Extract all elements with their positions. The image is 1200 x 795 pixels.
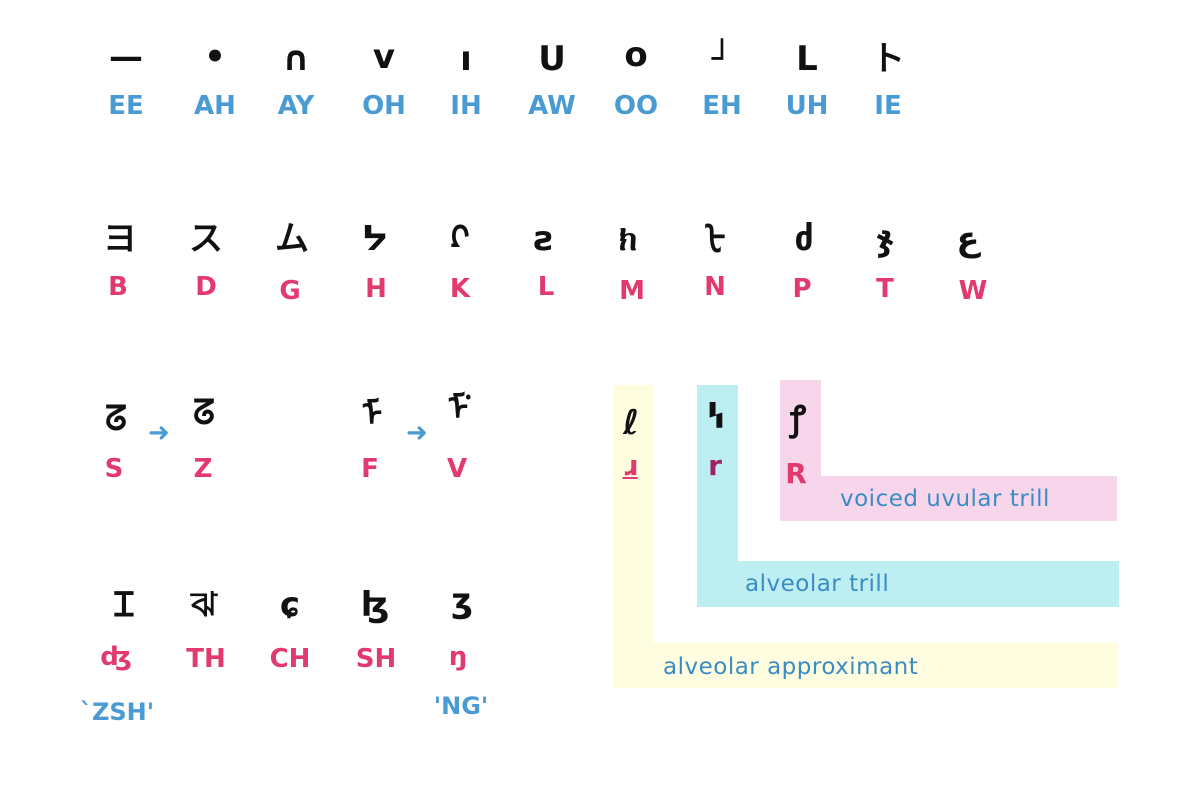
pair-label-f: F bbox=[361, 454, 379, 484]
pair-glyph-z: ᘔ̇ bbox=[193, 393, 215, 433]
consonant-glyph-m: ክ bbox=[618, 219, 638, 259]
vowel-label-oo: OO bbox=[613, 91, 659, 121]
rhotic-glyph-approximant: ℓ bbox=[622, 403, 640, 443]
consonant-label-n: N bbox=[704, 272, 726, 302]
vowel-label-ee: EE bbox=[108, 91, 144, 121]
band-approximant-horizontal bbox=[613, 643, 1118, 688]
consonant-glyph-d: ス bbox=[189, 219, 223, 259]
vowel-glyph-ah: • bbox=[204, 37, 226, 77]
consonant-glyph-t: ჯ bbox=[875, 219, 895, 259]
consonant-glyph-l: ꙅ bbox=[533, 219, 555, 259]
digraph-label-zsh: ʤ bbox=[100, 642, 132, 672]
pair-label-s: S bbox=[104, 454, 124, 484]
pair-glyph-f: ᡏ bbox=[361, 395, 383, 435]
vowel-label-ie: IE bbox=[874, 91, 902, 121]
consonant-glyph-n: ᡶ bbox=[704, 219, 726, 259]
band-trill-horizontal bbox=[697, 561, 1119, 607]
pair-label-v: V bbox=[446, 454, 468, 484]
consonant-glyph-w: ع bbox=[956, 219, 980, 259]
description-alveolar-trill: alveolar trill bbox=[745, 571, 890, 597]
digraph-glyph-ch: ɕ bbox=[279, 585, 301, 625]
digraph-label-ng: ŋ bbox=[448, 642, 468, 672]
band-approximant-vertical bbox=[613, 385, 653, 687]
consonant-label-b: B bbox=[108, 272, 128, 302]
consonant-glyph-b: ヨ bbox=[103, 219, 137, 259]
consonant-label-d: D bbox=[195, 272, 217, 302]
pair-label-z: Z bbox=[193, 454, 213, 484]
rhotic-label-approximant: ɹ bbox=[622, 449, 638, 482]
consonant-glyph-k: ᡗ bbox=[450, 219, 470, 259]
digraph-glyph-zsh: Ɪ bbox=[114, 585, 134, 625]
arrow-right-icon: ➜ bbox=[148, 418, 170, 448]
digraph-glyph-th: ঝ bbox=[191, 585, 217, 625]
consonant-label-p: P bbox=[792, 274, 812, 304]
rhotic-label-trill: r bbox=[708, 449, 722, 482]
digraph-note-ng: 'NG' bbox=[433, 692, 489, 720]
vowel-label-uh: UH bbox=[785, 91, 829, 121]
vowel-label-ay: AY bbox=[277, 91, 315, 121]
digraph-label-ch: CH bbox=[269, 644, 311, 674]
vowel-label-ih: IH bbox=[450, 91, 482, 121]
vowel-glyph-aw: U bbox=[538, 39, 566, 79]
vowel-label-ah: AH bbox=[194, 91, 236, 121]
consonant-glyph-g: ム bbox=[275, 219, 309, 259]
consonant-label-g: G bbox=[279, 276, 301, 306]
consonant-label-t: T bbox=[876, 274, 894, 304]
rhotic-glyph-trill: ꝇ bbox=[706, 397, 726, 437]
rhotic-glyph-uvular: ꝭ bbox=[789, 399, 807, 439]
description-alveolar-approximant: alveolar approximant bbox=[663, 654, 919, 680]
digraph-glyph-ng: ʒ bbox=[451, 581, 473, 621]
vowel-glyph-ie: ト bbox=[871, 39, 905, 79]
description-uvular-trill: voiced uvular trill bbox=[840, 486, 1050, 512]
digraph-label-th: TH bbox=[186, 644, 226, 674]
vowel-glyph-uh: L bbox=[796, 39, 818, 79]
vowel-glyph-eh: ┘ bbox=[711, 39, 733, 79]
consonant-label-w: W bbox=[958, 276, 988, 306]
pair-glyph-v: ᡏ̇ bbox=[447, 389, 469, 429]
vowel-label-oh: OH bbox=[362, 91, 406, 121]
vowel-glyph-ee: — bbox=[109, 37, 143, 77]
vowel-glyph-ih: ı bbox=[460, 39, 472, 79]
vowel-glyph-ay: ∩ bbox=[282, 39, 310, 79]
vowel-label-aw: AW bbox=[528, 91, 576, 121]
digraph-note-zsh: `ZSH' bbox=[79, 698, 155, 726]
consonant-label-m: M bbox=[619, 276, 645, 306]
consonant-label-k: K bbox=[449, 274, 471, 304]
consonant-glyph-p: ძ bbox=[794, 219, 814, 259]
digraph-glyph-sh: ɮ bbox=[360, 585, 390, 625]
band-uvular-horizontal bbox=[780, 476, 1117, 521]
consonant-label-h: H bbox=[365, 274, 387, 304]
digraph-label-sh: SH bbox=[355, 644, 397, 674]
consonant-label-l: L bbox=[537, 272, 555, 302]
pair-glyph-s: ᘔ bbox=[105, 399, 127, 439]
consonant-glyph-h: ᔭ bbox=[361, 219, 389, 259]
vowel-glyph-oo: o bbox=[624, 35, 648, 75]
rhotic-label-uvular: R bbox=[785, 457, 807, 490]
arrow-right-icon: ➜ bbox=[406, 418, 428, 448]
vowel-glyph-oh: v bbox=[372, 37, 396, 77]
vowel-label-eh: EH bbox=[702, 91, 742, 121]
